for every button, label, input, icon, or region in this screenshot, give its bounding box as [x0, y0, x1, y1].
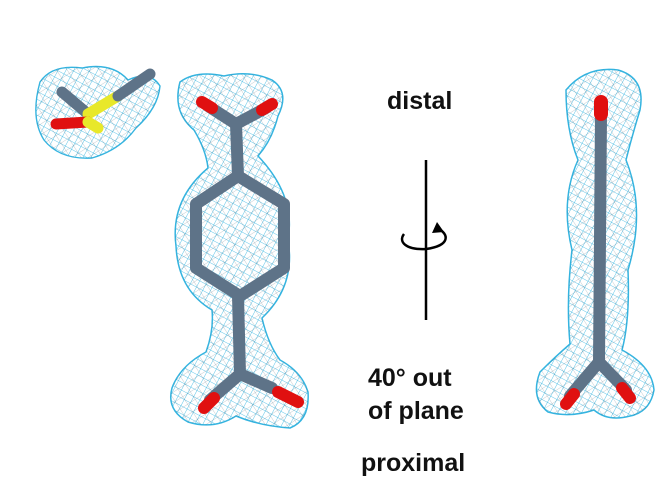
angle-label-line1: 40° out: [368, 364, 452, 392]
ligand-side-view: [535, 68, 655, 419]
sulfur-fragment: [35, 65, 161, 159]
distal-label: distal: [387, 87, 453, 115]
angle-label-line2: of plane: [368, 397, 464, 425]
rotation-arrow-icon: [400, 222, 447, 251]
proximal-label: proximal: [361, 449, 466, 477]
ligand-front-view: [170, 73, 309, 429]
